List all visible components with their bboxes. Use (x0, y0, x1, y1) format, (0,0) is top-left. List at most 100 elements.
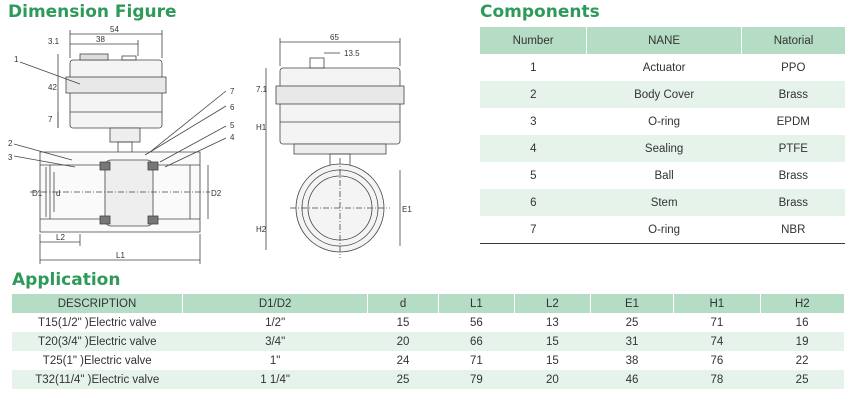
table-row: 5 Ball Brass (480, 162, 845, 189)
components-title: Components (480, 2, 600, 22)
application-header-description: DESCRIPTION (12, 294, 183, 313)
table-cell: 38 (590, 351, 674, 370)
application-header-l1: L1 (438, 294, 515, 313)
table-row: T20(3/4" )Electric valve 3/4" 20 66 15 3… (12, 332, 844, 351)
dim-h2-label: H2 (256, 225, 267, 234)
dim-3-1-label: 3.1 (48, 37, 60, 46)
table-cell: 2 (480, 81, 587, 108)
table-row: 3 O-ring EPDM (480, 108, 845, 135)
dim-d-label: d (56, 189, 60, 198)
dimension-drawing: 54 38 65 13.5 3.1 42 7 7.1 H1 H2 E1 D1 d… (8, 25, 412, 264)
table-cell: 76 (673, 351, 761, 370)
application-header-l2: L2 (514, 294, 591, 313)
table-cell: 22 (760, 351, 844, 370)
callout-4: 4 (230, 133, 235, 142)
application-header-d1d2: D1/D2 (182, 294, 369, 313)
dimension-figure-title: Dimension Figure (8, 2, 177, 22)
table-cell: O-ring (586, 108, 742, 135)
table-cell: T20(3/4" )Electric valve (12, 332, 183, 351)
dim-d2-label: D2 (211, 189, 222, 198)
table-row: T15(1/2" )Electric valve 1/2" 15 56 13 2… (12, 313, 844, 332)
table-cell: 7 (480, 216, 587, 244)
dim-l1-label: L1 (116, 251, 125, 260)
table-cell: 56 (438, 313, 515, 332)
table-cell: 71 (438, 351, 515, 370)
table-cell: T32(11/4" )Electric valve (12, 370, 183, 389)
callout-7: 7 (230, 87, 235, 96)
table-cell: Brass (741, 189, 845, 216)
components-header-row: Number NANE Natorial (480, 27, 845, 54)
components-header-material: Natorial (741, 27, 845, 54)
table-cell: 15 (367, 313, 439, 332)
dim-42-label: 42 (48, 83, 57, 92)
table-cell: 5 (480, 162, 587, 189)
application-title: Application (12, 270, 121, 290)
table-cell: 16 (760, 313, 844, 332)
table-cell: 4 (480, 135, 587, 162)
table-cell: PPO (741, 54, 845, 81)
table-cell: 25 (590, 313, 674, 332)
callout-5: 5 (230, 121, 235, 130)
table-cell: 31 (590, 332, 674, 351)
table-cell: T15(1/2" )Electric valve (12, 313, 183, 332)
table-cell: 46 (590, 370, 674, 389)
dim-7-1-label: 7.1 (256, 85, 268, 94)
table-cell: Stem (586, 189, 742, 216)
table-cell: PTFE (741, 135, 845, 162)
table-cell: 15 (514, 332, 591, 351)
table-cell: Sealing (586, 135, 742, 162)
components-table: Number NANE Natorial 1 Actuator PPO 2 Bo… (480, 27, 845, 244)
table-cell: EPDM (741, 108, 845, 135)
dim-l2-label: L2 (56, 233, 65, 242)
dim-65-label: 65 (330, 33, 339, 42)
table-cell: 20 (367, 332, 439, 351)
table-row: T25(1" )Electric valve 1" 24 71 15 38 76… (12, 351, 844, 370)
application-header-h1: H1 (673, 294, 761, 313)
table-cell: 78 (673, 370, 761, 389)
callout-1: 1 (14, 55, 19, 64)
components-header-number: Number (480, 27, 588, 54)
callout-2: 2 (8, 139, 13, 148)
dim-d1-label: D1 (32, 189, 43, 198)
table-cell: 1/2" (182, 313, 368, 332)
table-cell: 66 (438, 332, 515, 351)
dim-7-label: 7 (48, 115, 53, 124)
table-cell: 3 (480, 108, 587, 135)
table-cell: O-ring (586, 216, 742, 244)
table-cell: 1 (480, 54, 587, 81)
table-row: 7 O-ring NBR (480, 216, 845, 244)
application-header-e1: E1 (590, 294, 675, 313)
application-header-d: d (367, 294, 439, 313)
table-cell: Ball (586, 162, 742, 189)
table-cell: T25(1" )Electric valve (12, 351, 183, 370)
table-row: 6 Stem Brass (480, 189, 845, 216)
table-cell: 1" (182, 351, 368, 370)
table-row: 4 Sealing PTFE (480, 135, 845, 162)
application-table: DESCRIPTION D1/D2 d L1 L2 E1 H1 H2 T15(1… (12, 294, 844, 389)
table-cell: 19 (760, 332, 844, 351)
table-cell: 13 (514, 313, 591, 332)
table-cell: 3/4" (182, 332, 368, 351)
application-header-row: DESCRIPTION D1/D2 d L1 L2 E1 H1 H2 (12, 294, 844, 313)
table-cell: NBR (741, 216, 845, 244)
table-cell: 79 (438, 370, 515, 389)
table-cell: 1 1/4" (182, 370, 368, 389)
dim-13-5-label: 13.5 (344, 49, 360, 58)
table-cell: 15 (514, 351, 591, 370)
dim-54-label: 54 (110, 25, 119, 34)
application-header-h2: H2 (760, 294, 844, 313)
table-cell: 6 (480, 189, 587, 216)
table-row: 1 Actuator PPO (480, 54, 845, 81)
table-row: T32(11/4" )Electric valve 1 1/4" 25 79 2… (12, 370, 844, 389)
table-cell: 25 (760, 370, 844, 389)
table-cell: Actuator (586, 54, 742, 81)
table-cell: 74 (673, 332, 761, 351)
table-cell: 71 (673, 313, 761, 332)
dim-h1-label: H1 (256, 123, 267, 132)
callout-6: 6 (230, 103, 235, 112)
table-cell: Body Cover (586, 81, 742, 108)
table-cell: 24 (367, 351, 439, 370)
dim-38-label: 38 (96, 35, 105, 44)
table-row: 2 Body Cover Brass (480, 81, 845, 108)
table-cell: 25 (367, 370, 439, 389)
